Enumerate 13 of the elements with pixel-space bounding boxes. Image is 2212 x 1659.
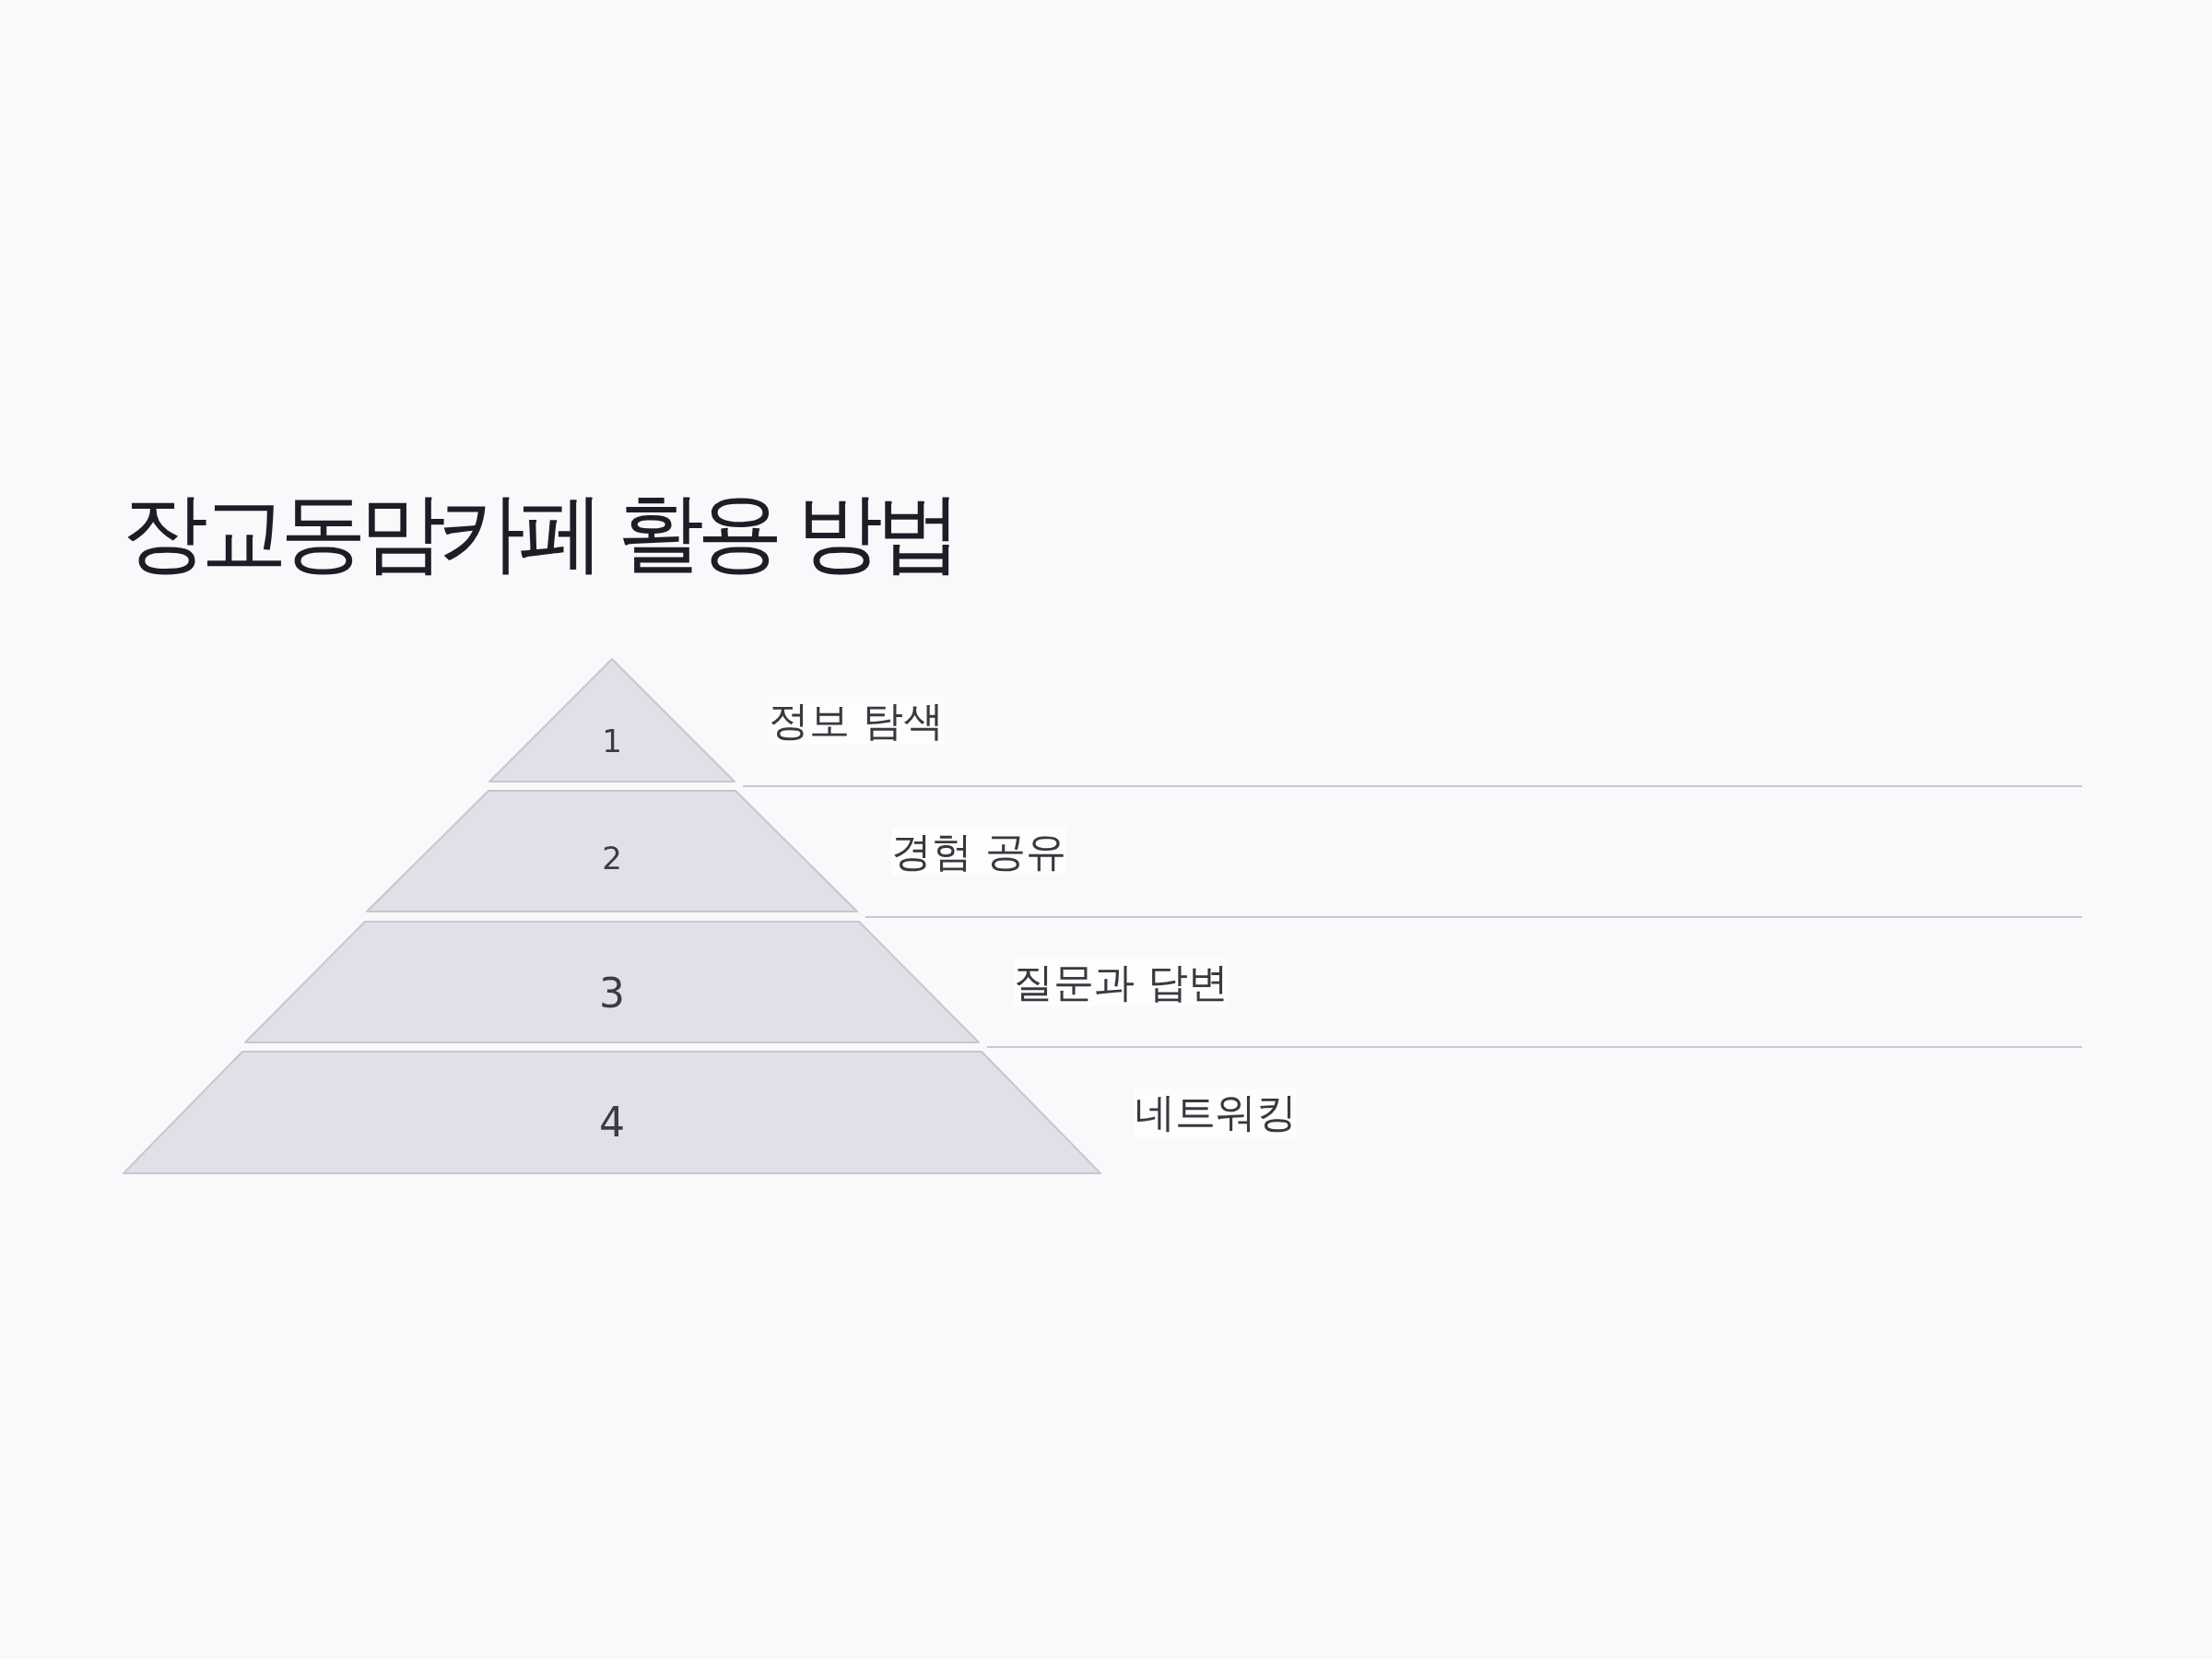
pyramid-tier: [489, 659, 735, 782]
tier-number: 3: [599, 970, 625, 1018]
pyramid-tier: [124, 1052, 1100, 1173]
pyramid-tier: [367, 791, 857, 912]
diagram-title: 장교동맘카페 활용 방법: [122, 481, 955, 584]
pyramid-tier: [245, 922, 979, 1042]
tier-label: 질문과 답변: [1013, 958, 1229, 1006]
tier-label: 경험 공유: [891, 827, 1066, 876]
tier-number: 4: [599, 1099, 625, 1147]
tier-number: 1: [602, 724, 622, 760]
tier-label: 정보 탐색: [769, 696, 944, 745]
tier-label: 네트워킹: [1135, 1088, 1297, 1137]
tier-number: 2: [602, 841, 622, 877]
